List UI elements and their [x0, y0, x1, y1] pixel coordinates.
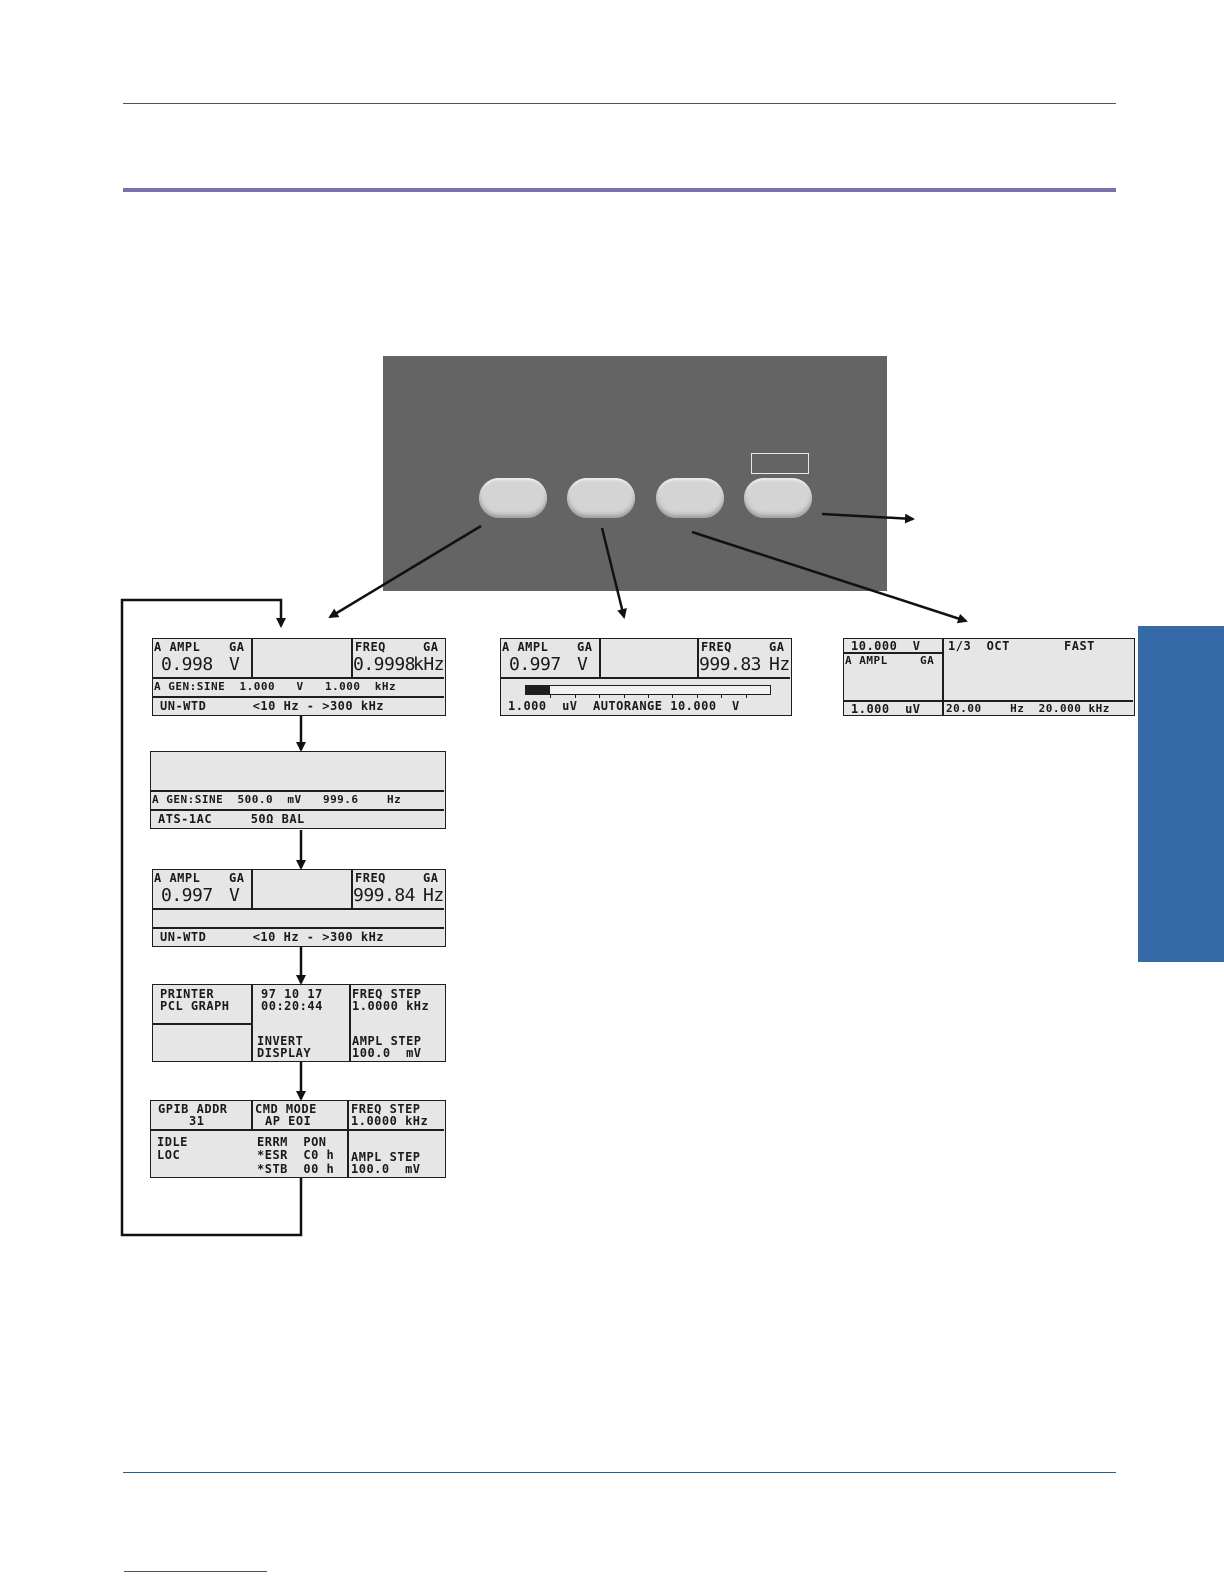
level-bar-tick	[550, 694, 551, 698]
gen-line: A GEN:SINE 1.000 V 1.000 kHz	[154, 680, 397, 693]
ampl-ga: GA	[920, 654, 935, 667]
softkey-2-button[interactable]	[567, 478, 635, 518]
range-line: 1.000 uV AUTORANGE 10.000 V	[508, 699, 740, 713]
ats-line: ATS-1AC 50Ω BAL	[158, 812, 305, 826]
footer-rule	[123, 1472, 1116, 1473]
lcd-screen-printer: PRINTER PCL GRAPH 97 10 17 00:20:44 FREQ…	[152, 984, 446, 1062]
lcd-screen-autorange: A AMPL GA 0.997 V FREQ GA 999.83 Hz 1.00…	[500, 638, 792, 716]
arrow-key4-out	[821, 512, 915, 524]
lcd-screen-sweep: 10.000 V 1/3 OCT FAST A AMPL GA 1.000 uV…	[843, 638, 1135, 716]
ampl-value: 0.997	[161, 885, 213, 906]
header-rule	[123, 103, 1116, 104]
freq-label: FREQ	[701, 640, 732, 654]
ampl-unit: V	[577, 654, 588, 675]
level-bar-tick	[746, 694, 747, 698]
gpib-label: GPIB ADDR	[158, 1102, 228, 1116]
level-bar-fill	[526, 686, 550, 694]
ampl-unit: V	[229, 654, 240, 675]
idle-line2: LOC	[157, 1148, 181, 1162]
softkey-4-button[interactable]	[744, 478, 812, 518]
softkey-label-box	[751, 453, 809, 474]
level-bar-tick	[624, 694, 625, 698]
ampl-value: 0.998	[161, 654, 213, 675]
freq-label: FREQ	[355, 871, 386, 885]
freq-unit: Hz	[769, 654, 790, 675]
footer-short-rule	[124, 1571, 267, 1572]
freq-ga: GA	[769, 640, 785, 654]
section-rule	[123, 188, 1116, 192]
idle-line1: IDLE	[157, 1135, 188, 1149]
filter-line: UN-WTD <10 Hz - >300 kHz	[160, 699, 385, 713]
cmd-value: AP EOI	[265, 1114, 312, 1128]
lcd-screen-main: A AMPL GA 0.998 V FREQ GA 0.9998 kHz A G…	[152, 638, 446, 716]
level-bar-tick	[721, 694, 722, 698]
arrow-loop-back	[120, 598, 303, 1237]
ampl-step-value: 100.0 mV	[352, 1046, 422, 1060]
freq-value: 0.9998	[353, 654, 416, 675]
arrow-key3-to-sweep	[691, 530, 968, 624]
ampl-step-label: AMPL STEP	[352, 1034, 422, 1048]
ampl-step-label: AMPL STEP	[351, 1150, 421, 1164]
level-bar-tick	[599, 694, 600, 698]
arrow-key2-to-autorange	[600, 527, 627, 619]
level-bar-frame	[525, 685, 771, 698]
freq-step-value: 1.0000 kHz	[352, 999, 430, 1013]
ampl-label: A AMPL	[154, 640, 201, 654]
speed-label: FAST	[1064, 639, 1095, 653]
lcd-screen-generator: A GEN:SINE 500.0 mV 999.6 Hz ATS-1AC 50Ω…	[150, 751, 446, 829]
printer-line2: PCL GRAPH	[160, 999, 230, 1013]
oct-label: 1/3 OCT	[948, 639, 1010, 653]
softkey-3-button[interactable]	[656, 478, 724, 518]
softkey-1-button[interactable]	[479, 478, 547, 518]
gen-line: A GEN:SINE 500.0 mV 999.6 Hz	[152, 793, 402, 806]
stb-line: *STB 00 h	[257, 1162, 335, 1176]
level-bar-tick	[697, 694, 698, 698]
freq-unit: kHz	[413, 654, 445, 675]
freq-step-label: FREQ STEP	[352, 987, 422, 1001]
freq-unit: Hz	[423, 885, 444, 906]
arrow-key1-to-main	[328, 524, 482, 619]
invert-line2: DISPLAY	[257, 1046, 312, 1060]
ampl-label: A AMPL	[502, 640, 549, 654]
ampl-ga: GA	[229, 871, 245, 885]
ampl-ga: GA	[577, 640, 593, 654]
freq-step-value: 1.0000 kHz	[351, 1114, 429, 1128]
esr-line: *ESR C0 h	[257, 1148, 335, 1162]
date-line: 97 10 17	[261, 987, 323, 1001]
printer-line1: PRINTER	[160, 987, 215, 1001]
cmd-label: CMD MODE	[255, 1102, 317, 1116]
ampl-label: A AMPL	[154, 871, 201, 885]
ampl-unit: V	[229, 885, 240, 906]
lcd-screen-analyzer: A AMPL GA 0.997 V FREQ GA 999.84 Hz UN-W…	[152, 869, 446, 947]
gpib-value: 31	[189, 1114, 205, 1128]
ampl-ga: GA	[229, 640, 245, 654]
freq-value: 999.84	[353, 885, 416, 906]
invert-line1: INVERT	[257, 1034, 304, 1048]
ampl-range: 10.000 V	[851, 639, 921, 653]
freq-ga: GA	[423, 871, 439, 885]
freq-step-label: FREQ STEP	[351, 1102, 421, 1116]
chapter-tab	[1138, 626, 1224, 962]
level-bar-tick	[672, 694, 673, 698]
level-bar-tick	[575, 694, 576, 698]
freq-label: FREQ	[355, 640, 386, 654]
ampl-label: A AMPL	[845, 654, 888, 667]
errm-line: ERRM PON	[257, 1135, 327, 1149]
freq-ga: GA	[423, 640, 439, 654]
freq-range: 20.00 Hz 20.000 kHz	[946, 702, 1110, 715]
ampl-value: 0.997	[509, 654, 561, 675]
level-bar-tick	[648, 694, 649, 698]
filter-line: UN-WTD <10 Hz - >300 kHz	[160, 930, 385, 944]
freq-value: 999.83	[699, 654, 762, 675]
min-value: 1.000 uV	[851, 702, 921, 716]
time-line: 00:20:44	[261, 999, 323, 1013]
ampl-step-value: 100.0 mV	[351, 1162, 421, 1176]
